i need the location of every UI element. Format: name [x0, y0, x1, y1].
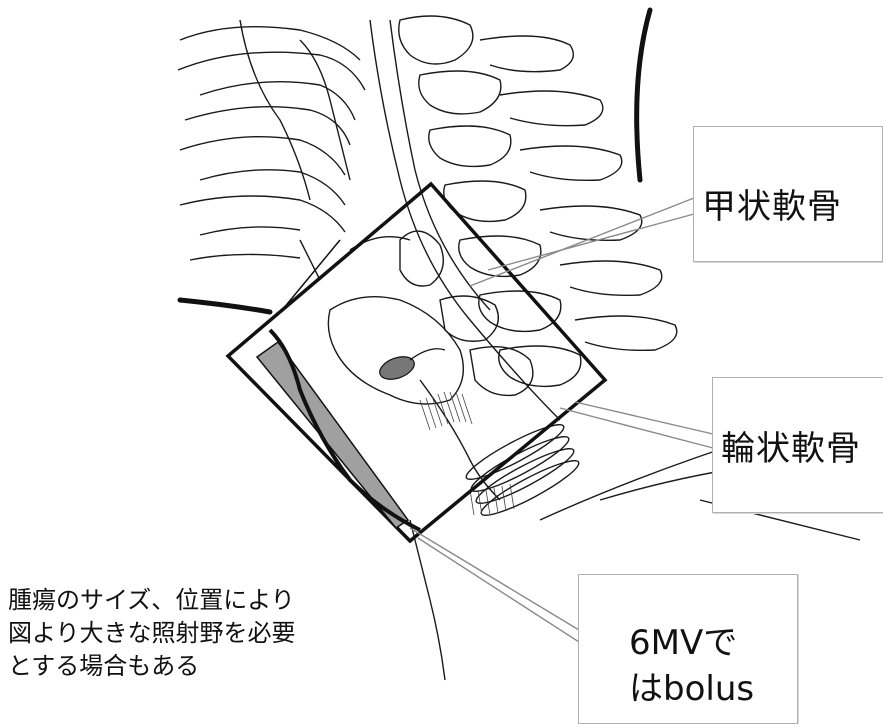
cricoid-rings — [465, 424, 580, 516]
thyroid-cartilage-callout: 甲状軟骨 — [693, 126, 883, 262]
note-line-1: 腫瘍のサイズ、位置により — [8, 586, 295, 614]
irradiation-field — [225, 181, 608, 544]
bolus-label-line2: はbolus — [629, 669, 755, 709]
airway-contours — [299, 19, 561, 501]
bolus-strip — [255, 328, 421, 532]
leader-lines — [409, 197, 714, 643]
thyroid-cartilage-label: 甲状軟骨 — [702, 187, 842, 227]
hatched-tissue — [419, 391, 515, 516]
bolus-callout: 6MVで はbolus — [578, 574, 798, 724]
cricoid-cartilage-label: 輪状軟骨 — [721, 429, 861, 469]
bolus-label-line1: 6MVで — [629, 623, 738, 663]
cricoid-cartilage-callout: 輪状軟骨 — [712, 377, 883, 513]
note-line-2: 図より大きな照射野を必要 — [8, 619, 296, 647]
cervical-vertebrae — [398, 15, 678, 388]
note-line-3: とする場合もある — [8, 652, 200, 680]
field-size-note: 腫瘍のサイズ、位置により 図より大きな照射野を必要 とする場合もある — [8, 584, 378, 683]
skin-contour — [177, 7, 653, 315]
tumor-mark — [379, 348, 446, 380]
skull-base-contours — [177, 19, 366, 261]
